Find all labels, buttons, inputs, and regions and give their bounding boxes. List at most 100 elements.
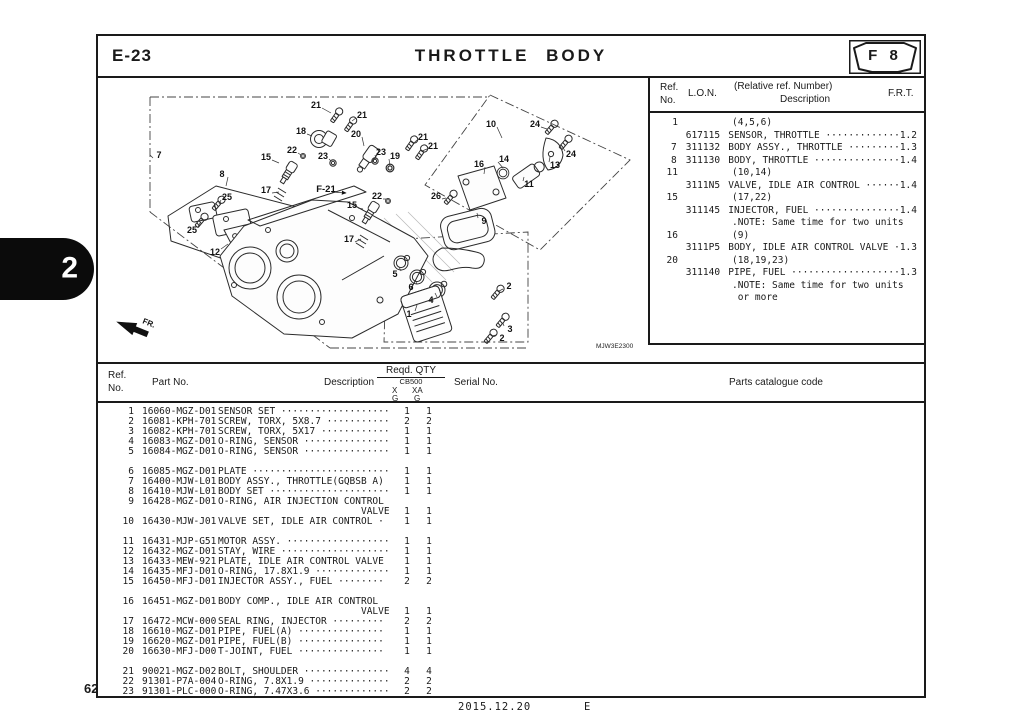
callout-7: 7 [156,150,161,160]
parts-table: Ref. No. Part No. Description Reqd. QTY … [96,362,926,698]
callout-leader [374,154,377,160]
reference-row: .NOTE: Same time for two units [732,279,904,291]
callout-leader [491,334,497,337]
fr-label: FR. [141,317,156,330]
page-title: THROTTLE BODY [414,46,608,65]
callout-leader [540,126,548,130]
iacv-plate [542,137,564,171]
col-catalogue-code: Parts catalogue code [729,377,823,388]
callout-22: 22 [372,191,382,201]
callout-25: 25 [187,225,197,235]
col-ref: Ref. [660,82,679,93]
reference-row: 16(9) [666,229,750,241]
col-x: X [392,386,398,395]
callout-leader [271,191,280,194]
callout-F-21: F-21 [316,184,336,195]
reference-row: 20(18,19,23) [666,254,790,266]
parts-table-header: Ref. No. Part No. Description Reqd. QTY … [96,364,926,403]
col-description: Description [780,94,831,105]
callout-22: 22 [287,145,297,155]
o-ring-5 [393,254,411,271]
callout-leader [476,212,479,219]
col-model: CB500 [399,377,423,386]
callout-21: 21 [428,141,438,151]
callout-25: 25 [222,192,232,202]
callout-leader [354,238,362,243]
col-g2: G [414,394,421,403]
callout-leader [522,176,525,182]
valve-body-canister [400,285,453,343]
footer-date: 2015.12.20 [458,701,532,713]
col-relative-ref: (Relative ref. Number) [734,81,833,92]
callout-13: 13 [550,160,560,170]
iacv-motor [512,161,545,189]
iacv-gasket [432,247,485,272]
callout-19: 19 [390,151,400,161]
callout-leader [421,148,428,152]
callout-leader [497,161,504,169]
callout-2: 2 [506,281,511,291]
callout-leader [441,197,447,200]
page-frame [96,34,926,698]
callout-leader [434,292,438,298]
col-lon: L.O.N. [688,88,717,99]
callout-21: 21 [357,110,367,120]
chapter-tab-label: 2 [61,251,78,285]
callout-leader [561,145,566,152]
reference-row: .NOTE: Same time for two units [732,217,904,228]
col-reqd-qty: Reqd. QTY [385,365,437,376]
injector-assembly-left [277,159,299,186]
page-number: 62 [84,681,99,696]
qty-underline [377,377,445,378]
col-description: Description [324,377,375,388]
callout-15: 15 [261,152,271,162]
callout-leader [225,176,229,187]
callout-16: 16 [474,159,484,169]
frame-ref-badge: F 8 [849,40,921,74]
callout-21: 21 [418,132,428,142]
callout-leader [361,136,365,147]
callout-leader [328,158,332,162]
callout-5: 5 [392,269,397,279]
callout-24: 24 [530,119,540,129]
fr-arrow-icon [116,321,149,338]
callout-leader [220,243,229,250]
callout-23: 23 [318,151,328,161]
callout-17: 17 [261,185,271,195]
callout-20: 20 [351,129,361,139]
footer-edition: E [584,701,591,713]
callout-leader [388,158,391,167]
diagram-code: MJW3E2300 [596,343,634,350]
callout-leader [271,159,280,164]
callout-9: 9 [481,216,486,226]
callout-leader [498,288,504,292]
section-code: E-23 [112,46,152,65]
callout-26: 26 [431,191,441,201]
